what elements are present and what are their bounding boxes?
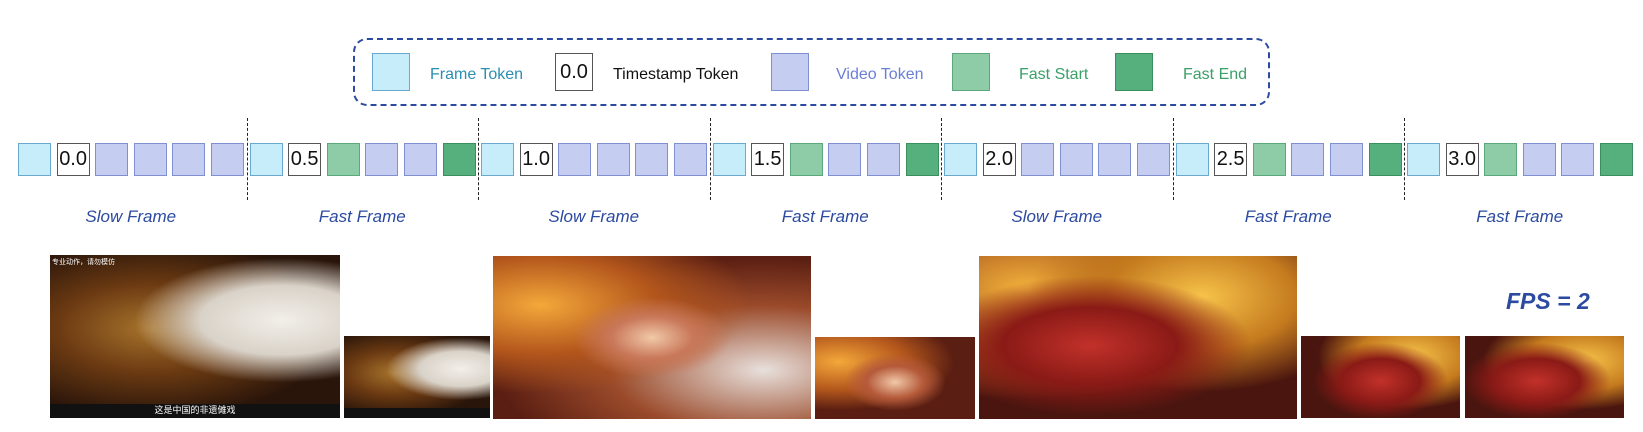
video-token (828, 143, 862, 176)
video-token-swatch (771, 53, 809, 91)
timestamp-token: 0.5 (288, 143, 322, 176)
fast-frame-label: Fast Frame (781, 207, 869, 226)
video-token (596, 143, 630, 176)
fast-start-token (1252, 143, 1286, 176)
frame-token (18, 143, 51, 176)
video-token (866, 143, 900, 176)
video-token (403, 143, 437, 176)
video-token (1329, 143, 1363, 176)
fast-frame-image-4 (1465, 336, 1624, 418)
frame-corner-text: 专业动作，请勿模仿 (52, 259, 115, 266)
fast-end-token (905, 143, 939, 176)
frame-token (249, 143, 283, 176)
frame-token-swatch (372, 53, 410, 91)
fast-start-swatch (952, 53, 990, 91)
frame-subtitle: 这是中国的非遗傩戏 (154, 405, 236, 415)
slow-frame-image-3 (979, 256, 1297, 419)
fast-end-label: Fast End (1183, 66, 1248, 83)
fast-start-token (326, 143, 360, 176)
timestamp-token: 2.5 (1214, 143, 1248, 176)
video-token (172, 143, 206, 176)
video-token-label: Video Token (836, 66, 924, 83)
fast-frame-image-2 (815, 337, 975, 419)
fps-label: FPS = 2 (1506, 288, 1590, 314)
fast-frame-image-3 (1301, 336, 1460, 418)
fast-end-token (1600, 143, 1633, 176)
slow-frame-label: Slow Frame (85, 207, 177, 226)
video-token (95, 143, 129, 176)
video-token (1098, 143, 1132, 176)
frame-token (1407, 143, 1440, 176)
fast-end-token (442, 143, 476, 176)
frame-token (481, 143, 514, 176)
fast-start-label: Fast Start (1019, 66, 1089, 83)
fast-frame-label: Fast Frame (1244, 207, 1332, 226)
video-token (1059, 143, 1093, 176)
segment-separator (246, 118, 248, 200)
video-token (365, 143, 399, 176)
video-token (635, 143, 669, 176)
fast-frame-label: Fast Frame (318, 207, 406, 226)
segment-separator (941, 118, 942, 200)
video-token (1137, 143, 1170, 176)
timestamp-token: 0.0 (56, 143, 90, 176)
fast-start-token (789, 143, 823, 176)
fast-start-token (1484, 143, 1518, 176)
timestamp-token: 1.5 (751, 143, 785, 176)
timestamp-token: 3.0 (1445, 143, 1479, 176)
slow-frame-label: Slow Frame (548, 207, 640, 226)
timestamp-token-swatch: 0.0 (555, 53, 593, 91)
fast-frame-label: Fast Frame (1476, 207, 1564, 226)
segment-separator (709, 118, 711, 200)
slow-frame-image-2 (493, 256, 811, 419)
fast-end-token (1368, 143, 1402, 176)
timestamp-token: 2.0 (982, 143, 1016, 176)
slow-frame-image-1: 专业动作，请勿模仿 这是中国的非遗傩戏 (50, 255, 340, 418)
video-token (211, 143, 244, 176)
slow-frame-label: Slow Frame (1011, 207, 1103, 226)
legend-box: Frame Token 0.0 Timestamp Token Video To… (353, 38, 1270, 106)
video-token (674, 143, 707, 176)
video-token (558, 143, 592, 176)
frame-token (712, 143, 746, 176)
timestamp-token-label: Timestamp Token (613, 66, 739, 83)
video-token (1522, 143, 1556, 176)
video-token (1021, 143, 1055, 176)
video-token (133, 143, 167, 176)
timestamp-token: 1.0 (519, 143, 553, 176)
frame-token-label: Frame Token (430, 66, 524, 83)
frame-token (944, 143, 977, 176)
segment-separator (478, 118, 479, 200)
segment-separator (1404, 118, 1405, 200)
fast-end-swatch (1115, 53, 1153, 91)
frame-token (1175, 143, 1209, 176)
video-token (1291, 143, 1325, 176)
fast-frame-image-1 (344, 336, 490, 418)
video-token (1561, 143, 1595, 176)
segment-separator (1172, 118, 1174, 200)
